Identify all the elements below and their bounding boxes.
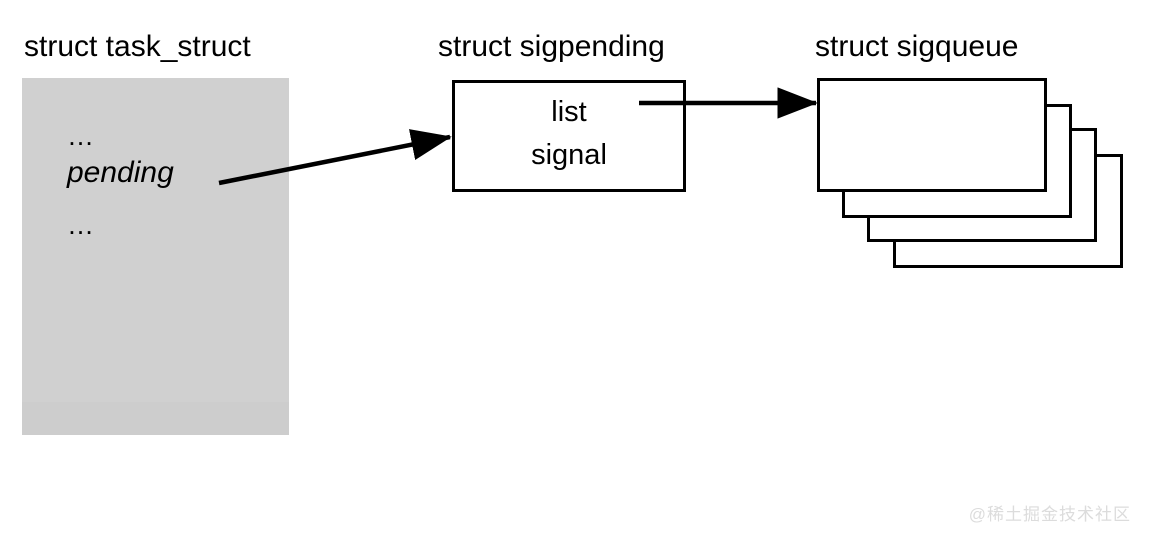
task-struct-field-ellipsis-top: … bbox=[67, 121, 94, 151]
sigpending-title: struct sigpending bbox=[438, 30, 665, 63]
watermark: @稀土掘金技术社区 bbox=[968, 505, 1131, 524]
sigqueue-title: struct sigqueue bbox=[815, 30, 1019, 63]
task-struct-block: … pending … bbox=[22, 78, 289, 435]
task-struct-title: struct task_struct bbox=[24, 30, 251, 63]
sigpending-box: list signal bbox=[452, 80, 686, 192]
sigpending-field-list: list bbox=[551, 96, 587, 128]
task-struct-field-ellipsis-bottom: … bbox=[67, 210, 94, 240]
sigqueue-card-1 bbox=[817, 78, 1047, 192]
task-struct-block-seam bbox=[22, 402, 289, 435]
sigpending-field-signal: signal bbox=[531, 139, 607, 171]
task-struct-field-pending: pending bbox=[67, 156, 174, 189]
